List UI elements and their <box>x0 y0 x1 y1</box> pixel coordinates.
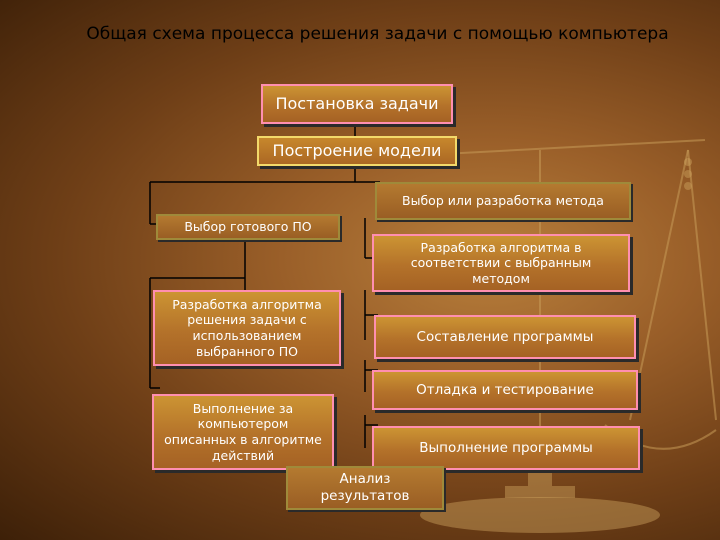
page-title: Общая схема процесса решения задачи с по… <box>86 24 669 44</box>
node-programming: Составление программы <box>374 315 636 359</box>
node-result-analysis: Анализ результатов <box>286 466 444 510</box>
node-model-building: Построение модели <box>257 136 457 166</box>
node-method-selection: Выбор или разработка метода <box>375 182 631 220</box>
node-algorithm-for-method: Разработка алгоритма в соответствии с вы… <box>372 234 630 292</box>
node-execution-on-computer: Выполнение за компьютером описанных в ал… <box>152 394 334 470</box>
node-algorithm-with-software: Разработка алгоритма решения задачи с ис… <box>153 290 341 366</box>
node-program-execution: Выполнение программы <box>372 426 640 470</box>
node-debugging: Отладка и тестирование <box>372 370 638 410</box>
node-ready-software: Выбор готового ПО <box>156 214 340 240</box>
node-problem-statement: Постановка задачи <box>261 84 453 124</box>
